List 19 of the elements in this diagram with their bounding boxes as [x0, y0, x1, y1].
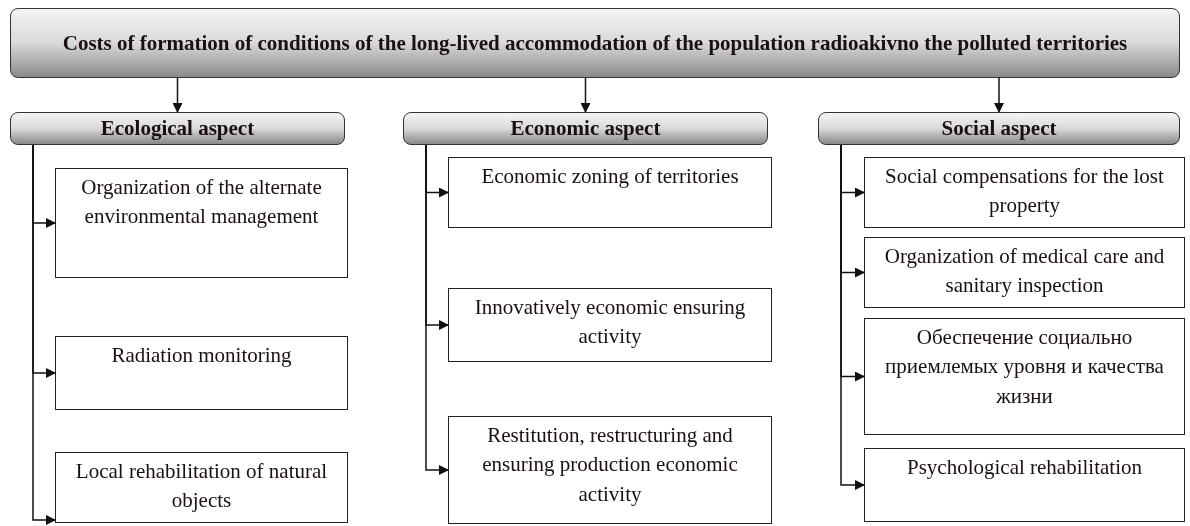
- item-box: Social compensations for the lost property: [864, 157, 1185, 228]
- category-header: Social aspect: [818, 112, 1180, 145]
- item-box: Local rehabilitation of natural objects: [55, 452, 348, 523]
- item-box: Обеспечение социально приемлемых уровня и качества жизни: [864, 318, 1185, 435]
- title-banner: Costs of formation of conditions of the long-lived accommodation of the population radioakivno the polluted territories: [10, 8, 1180, 78]
- item-box: Radiation monitoring: [55, 336, 348, 410]
- category-header: Ecological aspect: [10, 112, 345, 145]
- category-header: Economic aspect: [403, 112, 768, 145]
- connector-arrow: [425, 144, 449, 475]
- connector-arrow: [994, 77, 1004, 113]
- item-box: Innovatively economic ensuring activity: [448, 288, 772, 362]
- item-box: Organization of medical care and sanitary inspection: [864, 237, 1185, 308]
- item-box: Restitution, restructuring and ensuring production economic activity: [448, 416, 772, 524]
- connector-arrow: [172, 77, 183, 113]
- connector-arrow: [580, 77, 591, 113]
- connector-arrow: [32, 144, 56, 525]
- item-box: Psychological rehabilitation: [864, 448, 1185, 522]
- item-box: Organization of the alternate environmental management: [55, 168, 348, 278]
- item-box: Economic zoning of territories: [448, 157, 772, 228]
